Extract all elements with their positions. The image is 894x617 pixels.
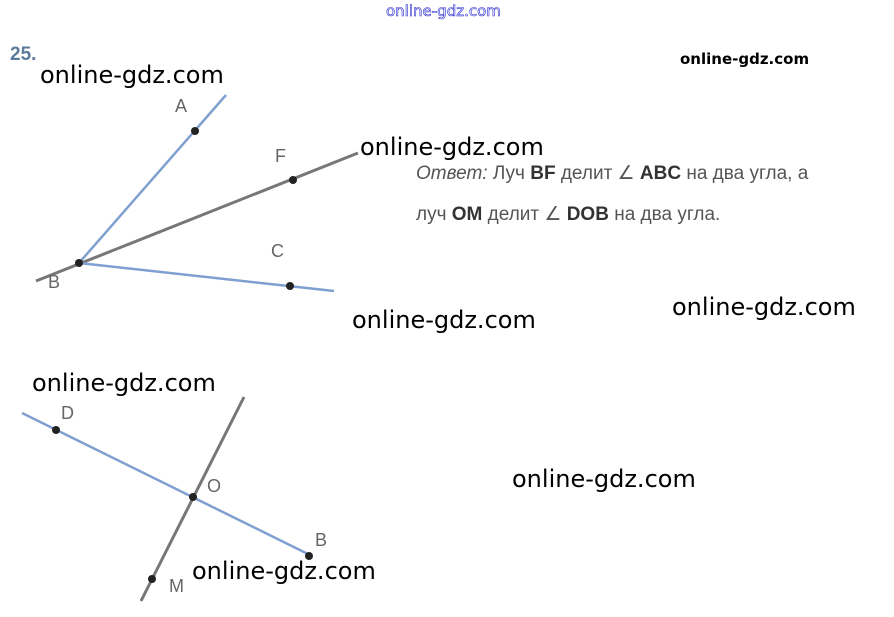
watermark: online-gdz.com [32,369,216,397]
label-o: O [207,476,221,496]
label-d: D [61,403,74,423]
watermark-top: online-gdz.com [386,2,501,21]
angle-name: ABC [639,163,682,184]
text: делит ∠ [560,163,635,184]
line-db [21,411,313,558]
point-b2 [305,552,313,560]
figure-angle-dob: D O B M [21,396,327,602]
point-c [286,282,294,290]
watermark: online-gdz.com [680,50,810,68]
text: луч [416,204,447,225]
label-c: C [271,241,284,261]
problem-number: 25. [10,44,37,65]
label-m: M [169,576,184,596]
point-a [191,127,199,135]
ray-ba [78,94,227,264]
answer-label: Ответ: [416,163,488,184]
label-b: B [48,272,60,292]
watermark: online-gdz.com [352,306,536,334]
watermark: online-gdz.com [192,557,376,585]
text: делит ∠ [487,204,562,225]
label-f: F [275,146,286,166]
answer-line-1: Ответ: Луч BF делит ∠ ABC на два угла, а [416,162,808,185]
point-m [148,575,156,583]
ray-name: OM [451,204,483,225]
figure-angle-abc: A F C B [35,94,359,293]
label-a: A [175,96,187,116]
text: на два угла. [614,204,721,225]
answer-line-2: луч OM делит ∠ DOB на два угла. [416,203,720,226]
ray-bc [78,261,335,293]
point-o [189,493,197,501]
point-b [75,259,83,267]
watermark: online-gdz.com [40,61,224,89]
watermark: online-gdz.com [512,465,696,493]
ray-bf [35,151,359,283]
angle-name: DOB [566,204,609,225]
watermark: online-gdz.com [672,293,856,321]
text: Луч [492,163,525,184]
point-f [289,176,297,184]
label-b2: B [315,530,327,550]
ray-name: BF [530,163,556,184]
point-d [52,426,60,434]
text: на два угла, а [686,163,809,184]
watermark: online-gdz.com [360,133,544,161]
